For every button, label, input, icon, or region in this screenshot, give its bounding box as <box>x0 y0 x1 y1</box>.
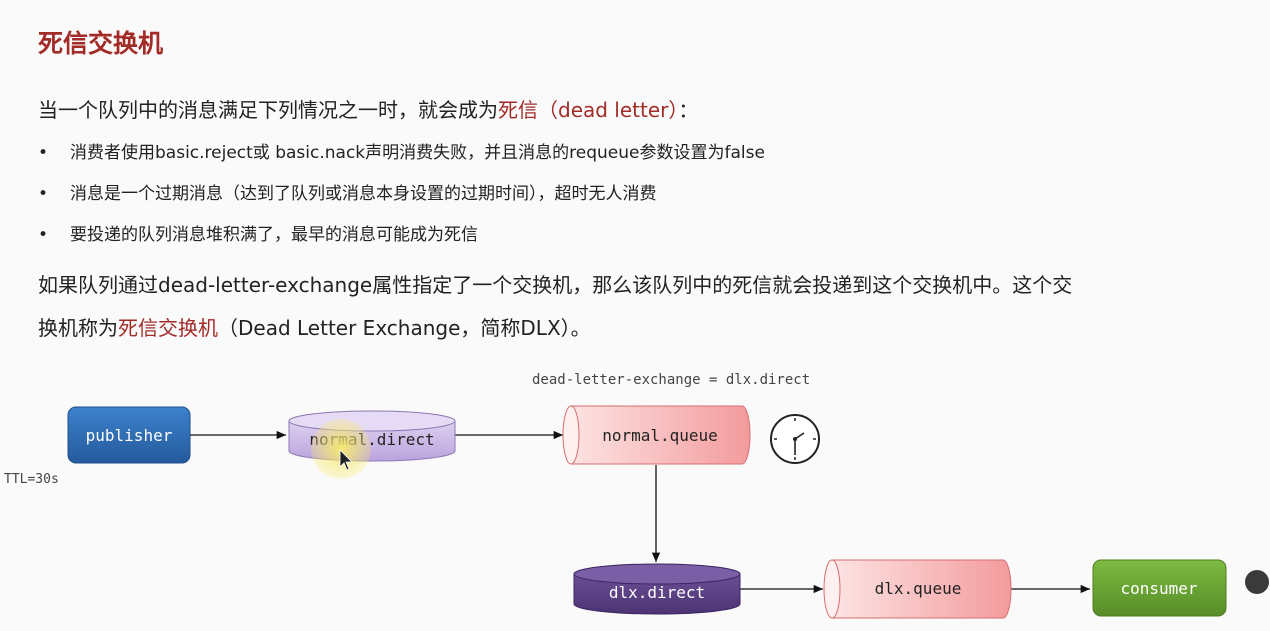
publisher-label: publisher <box>86 426 173 445</box>
paragraph-highlight: 死信交换机 <box>118 316 218 340</box>
normal-queue-node: normal.queue <box>562 405 751 465</box>
bullet-text: 要投递的队列消息堆积满了，最早的消息可能成为死信 <box>70 225 478 245</box>
intro-text: 当一个队列中的消息满足下列情况之一时，就会成为死信（dead letter）： <box>38 94 698 123</box>
paragraph-line-2: 换机称为死信交换机（Dead Letter Exchange，简称DLX）。 <box>38 307 1228 350</box>
consumer-label: consumer <box>1120 579 1197 598</box>
bullet-marker: • <box>38 184 49 204</box>
dlx-annotation: dead-letter-exchange = dlx.direct <box>532 372 810 388</box>
list-item: • 要投递的队列消息堆积满了，最早的消息可能成为死信 <box>38 222 1218 263</box>
condition-list: • 消费者使用basic.reject或 basic.nack声明消费失败，并且… <box>38 140 1218 263</box>
dlx-paragraph: 如果队列通过dead-letter-exchange属性指定了一个交换机，那么该… <box>38 264 1228 350</box>
paragraph-line-1: 如果队列通过dead-letter-exchange属性指定了一个交换机，那么该… <box>38 273 1073 297</box>
intro-highlight: 死信（dead letter） <box>498 98 679 122</box>
message-dot <box>1245 570 1269 594</box>
dlx-exchange-node: dlx.direct <box>573 563 741 615</box>
dlx-exchange-label: dlx.direct <box>609 583 705 602</box>
publisher-node: publisher <box>67 406 191 464</box>
ttl-label: TTL=30s <box>4 472 59 487</box>
consumer-node: consumer <box>1092 559 1227 617</box>
list-item: • 消费者使用basic.reject或 basic.nack声明消费失败，并且… <box>38 140 1218 181</box>
bullet-text: 消费者使用basic.reject或 basic.nack声明消费失败，并且消息… <box>70 143 765 163</box>
intro-prefix: 当一个队列中的消息满足下列情况之一时，就会成为 <box>38 98 498 122</box>
list-item: • 消息是一个过期消息（达到了队列或消息本身设置的过期时间），超时无人消费 <box>38 181 1218 222</box>
bullet-text: 消息是一个过期消息（达到了队列或消息本身设置的过期时间），超时无人消费 <box>70 184 657 204</box>
paragraph-line-2-suffix: （Dead Letter Exchange，简称DLX）。 <box>218 316 591 340</box>
bullet-marker: • <box>38 143 49 163</box>
intro-suffix: ： <box>678 98 699 122</box>
page-title: 死信交换机 <box>38 29 164 58</box>
normal-queue-label: normal.queue <box>602 426 718 445</box>
mouse-cursor <box>311 419 371 479</box>
dlx-queue-label: dlx.queue <box>875 579 962 598</box>
clock-icon <box>770 414 820 464</box>
bullet-marker: • <box>38 225 49 245</box>
paragraph-line-2-prefix: 换机称为 <box>38 316 118 340</box>
dlx-queue-node: dlx.queue <box>823 559 1012 619</box>
